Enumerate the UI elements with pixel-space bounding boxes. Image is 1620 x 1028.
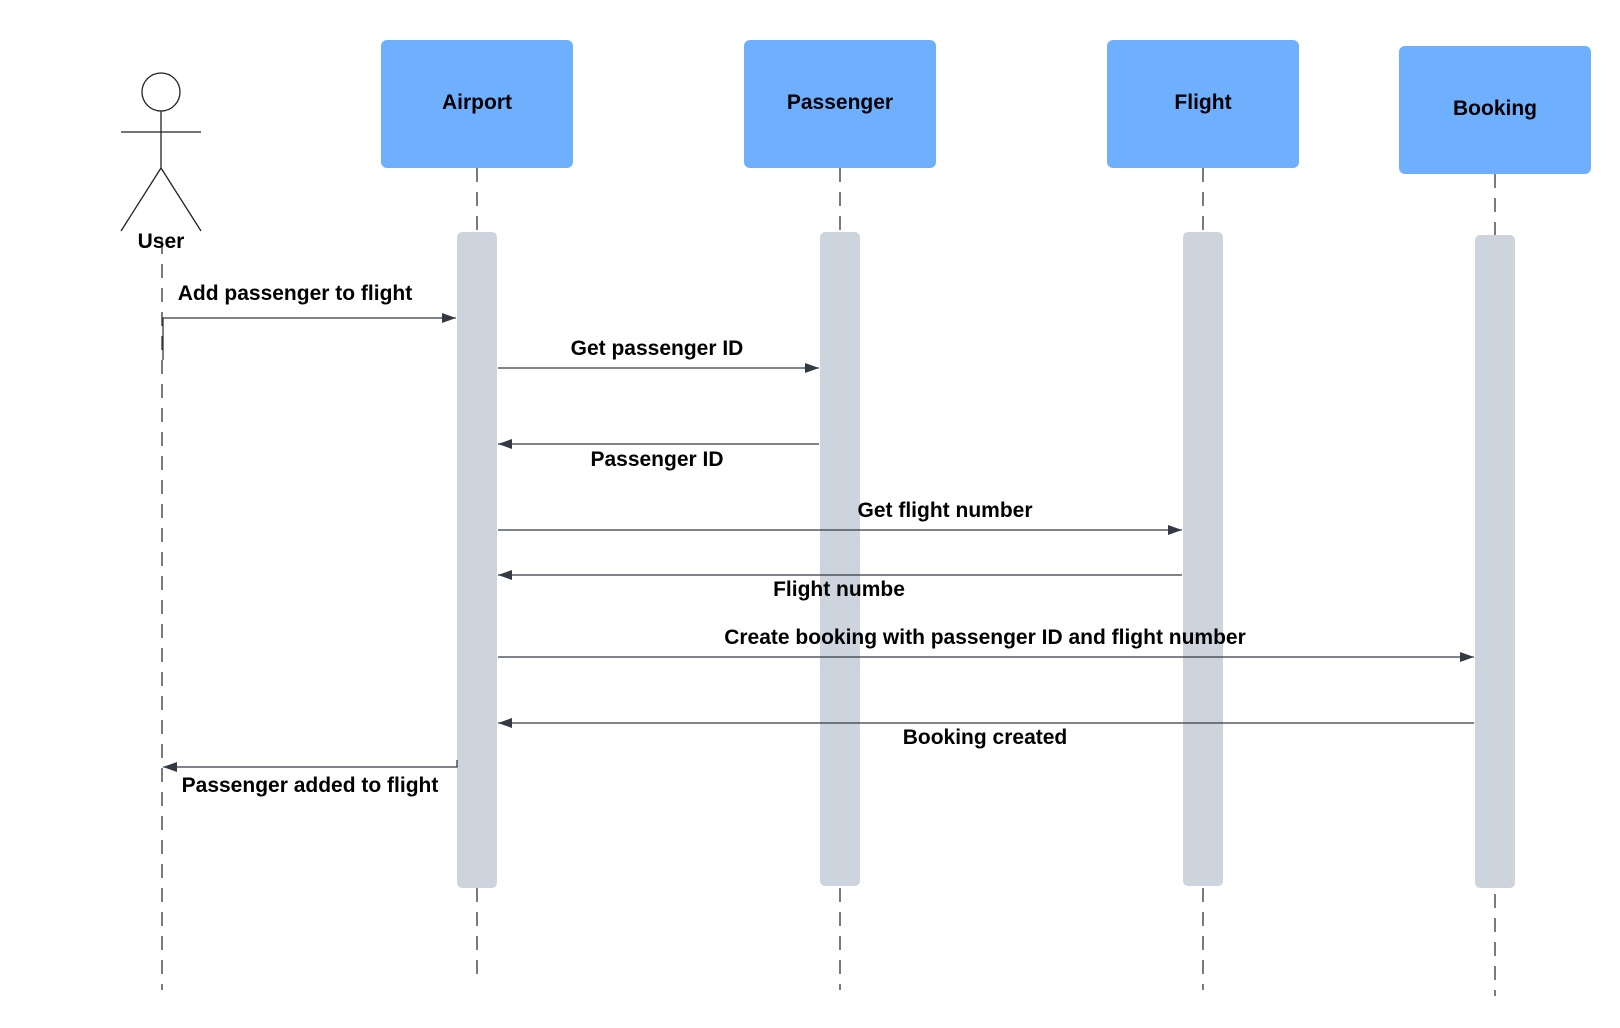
activation-flight — [1183, 232, 1223, 886]
user-actor-icon — [120, 72, 202, 232]
message-passenger-id-return: Passenger ID — [498, 439, 819, 471]
message-flight-number-return: Flight numbe — [498, 570, 1182, 601]
participant-label: Flight — [1174, 91, 1231, 114]
message-arrow — [162, 313, 456, 360]
message-label: Passenger ID — [590, 448, 723, 471]
message-label: Get flight number — [858, 499, 1033, 522]
message-label: Add passenger to flight — [178, 282, 413, 305]
message-passenger-added-return: Passenger added to flight — [163, 760, 458, 797]
message-label: Booking created — [903, 726, 1068, 749]
activation-passenger — [820, 232, 860, 886]
actor-label: User — [138, 230, 185, 253]
participant-flight: Flight — [1107, 40, 1299, 168]
participant-label: Passenger — [787, 91, 893, 114]
message-get-flight-number: Get flight number — [498, 499, 1182, 535]
participant-booking: Booking — [1399, 46, 1591, 174]
participant-airport: Airport — [381, 40, 573, 168]
participant-label: Airport — [442, 91, 512, 114]
participant-box — [744, 40, 936, 168]
message-add-passenger: Add passenger to flight — [162, 282, 456, 360]
message-create-booking: Create booking with passenger ID and fli… — [498, 626, 1474, 662]
participant-passenger: Passenger — [744, 40, 936, 168]
participant-box — [1399, 46, 1591, 174]
message-label: Flight numbe — [773, 578, 905, 601]
activation-airport — [457, 232, 497, 888]
message-arrow — [163, 760, 458, 772]
message-get-passenger-id: Get passenger ID — [498, 337, 819, 373]
message-booking-created-return: Booking created — [498, 718, 1474, 749]
message-label: Create booking with passenger ID and fli… — [724, 626, 1246, 649]
message-label: Get passenger ID — [571, 337, 744, 360]
participant-box — [381, 40, 573, 168]
participant-box — [1107, 40, 1299, 168]
message-label: Passenger added to flight — [182, 774, 439, 797]
participant-label: Booking — [1453, 97, 1537, 120]
activation-booking — [1475, 235, 1515, 888]
